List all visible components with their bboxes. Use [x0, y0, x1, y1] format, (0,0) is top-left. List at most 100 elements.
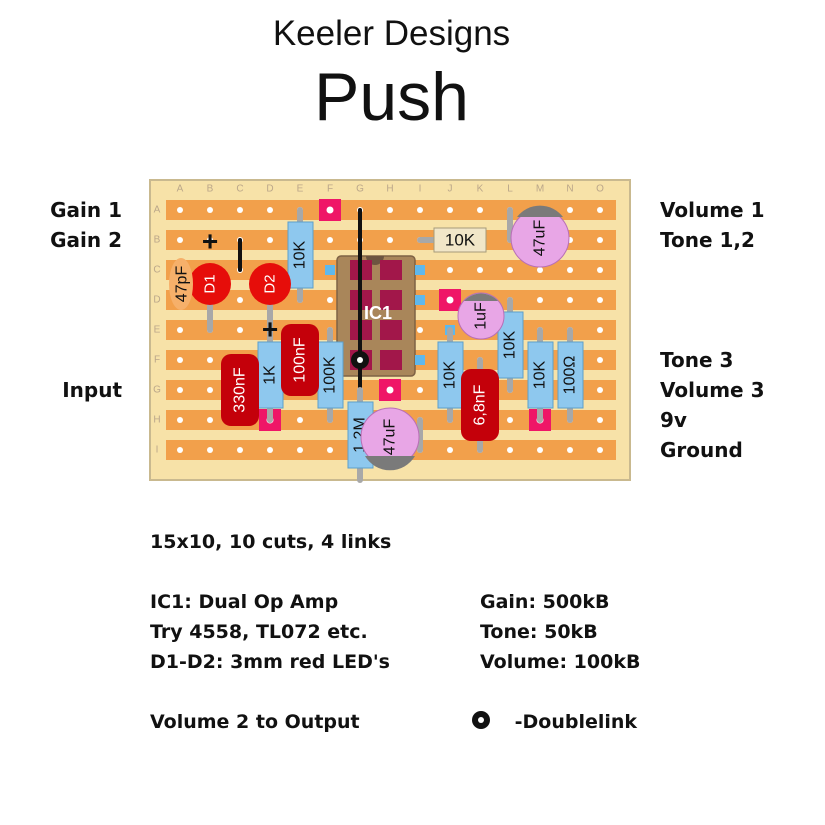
strip-hole [537, 447, 543, 453]
strip-hole [207, 207, 213, 213]
led-2-label: D2 [262, 274, 279, 293]
row-label-A: A [154, 205, 161, 216]
doublelink-icon [472, 711, 490, 729]
gain-pot-note: Gain: 500kB [480, 591, 610, 613]
strip-cut-hole [326, 206, 334, 214]
strip-cut-hole [386, 386, 394, 394]
strip-hole [177, 357, 183, 363]
column-label-B: B [207, 184, 214, 195]
resistor-10k-horizontal [433, 227, 487, 253]
strip-hole [507, 417, 513, 423]
strip-hole [597, 417, 603, 423]
tone-pot-note: Tone: 50kB [480, 621, 598, 643]
column-label-I: I [419, 184, 422, 195]
column-label-H: H [386, 184, 393, 195]
diode-note: D1-D2: 3mm red LED's [150, 651, 390, 673]
electrolytic-1uf [457, 292, 505, 340]
row-label-B: B [154, 235, 161, 246]
column-label-K: K [477, 184, 484, 195]
left-wire-label: Gain 2 [50, 228, 122, 252]
strip-hole [207, 387, 213, 393]
strip-hole [327, 237, 333, 243]
strip-hole [567, 447, 573, 453]
strip-hole [537, 267, 543, 273]
resistor-100-ohm-label: 100Ω [562, 356, 579, 395]
strip-hole [597, 267, 603, 273]
right-wire-label: Tone 3 [660, 348, 734, 372]
strip-hole [327, 447, 333, 453]
strip-hole [597, 447, 603, 453]
column-label-O: O [596, 184, 604, 195]
strip-hole [597, 207, 603, 213]
column-label-D: D [266, 184, 273, 195]
capacitor-100nf-label: 100nF [292, 337, 309, 383]
pin-marker [415, 355, 425, 365]
electrolytic-1uf-label: 1uF [473, 302, 490, 330]
pin-marker [415, 295, 425, 305]
capacitor-330nf [221, 354, 259, 426]
polarity-plus: + [262, 314, 278, 345]
strip-hole [447, 267, 453, 273]
doublelink-label: -Doublelink [514, 711, 638, 733]
strip-hole [177, 387, 183, 393]
strip-hole [237, 447, 243, 453]
strip-hole [237, 327, 243, 333]
column-label-C: C [236, 184, 243, 195]
right-wire-label: Ground [660, 438, 743, 462]
doublelink-dot-center [357, 357, 363, 363]
row-label-D: D [153, 295, 160, 306]
led-1 [189, 263, 231, 305]
volume-pot-note: Volume: 100kB [480, 651, 641, 673]
strip-hole [327, 297, 333, 303]
left-wire-label: Gain 1 [50, 198, 122, 222]
resistor-1k-label: 1K [262, 365, 279, 385]
row-label-I: I [156, 445, 159, 456]
ic-description: IC1: Dual Op Amp [150, 591, 339, 613]
column-label-L: L [507, 184, 513, 195]
strip-hole [387, 237, 393, 243]
ic-alternatives: Try 4558, TL072 etc. [150, 621, 368, 643]
column-label-E: E [297, 184, 304, 195]
strip-hole [507, 267, 513, 273]
ic-label: IC1 [364, 303, 392, 323]
row-label-F: F [154, 355, 160, 366]
capacitor-6-8nf [461, 369, 499, 441]
strip-hole [207, 417, 213, 423]
strip-hole [237, 207, 243, 213]
strip-hole [177, 327, 183, 333]
board-size-note: 15x10, 10 cuts, 4 links [150, 531, 392, 553]
row-label-C: C [153, 265, 160, 276]
strip-hole [417, 387, 423, 393]
strip-hole [177, 417, 183, 423]
resistor-10k-e [287, 221, 314, 289]
electrolytic-47uf-bottom-stripe [365, 456, 415, 471]
strip-hole [267, 207, 273, 213]
volume2-note: Volume 2 to Output [150, 711, 360, 733]
electrolytic-47uf-top-label: 47uF [532, 220, 549, 257]
resistor-100-ohm [557, 341, 584, 409]
resistor-10k-horizontal-label: 10K [445, 231, 476, 250]
strip-hole [297, 417, 303, 423]
resistor-100k [317, 341, 344, 409]
strip-hole [267, 237, 273, 243]
pin-marker [415, 265, 425, 275]
strip-hole [507, 447, 513, 453]
strip-hole [177, 237, 183, 243]
resistor-10k-j-label: 10K [442, 360, 459, 389]
strip-hole [597, 327, 603, 333]
column-label-G: G [356, 184, 364, 195]
pin-marker [325, 265, 335, 275]
row-label-H: H [153, 415, 160, 426]
strip-hole [447, 207, 453, 213]
strip-hole [207, 357, 213, 363]
capacitor-330nf-label: 330nF [232, 367, 249, 413]
ic-pin-pad [380, 290, 402, 310]
capacitor-100nf [281, 324, 319, 396]
led-2 [249, 263, 291, 305]
strip-hole [567, 207, 573, 213]
left-wire-label: Input [62, 378, 122, 402]
resistor-10k-m-label: 10K [532, 360, 549, 389]
strip-hole [207, 237, 213, 243]
strip-hole [537, 297, 543, 303]
strip-hole [297, 447, 303, 453]
